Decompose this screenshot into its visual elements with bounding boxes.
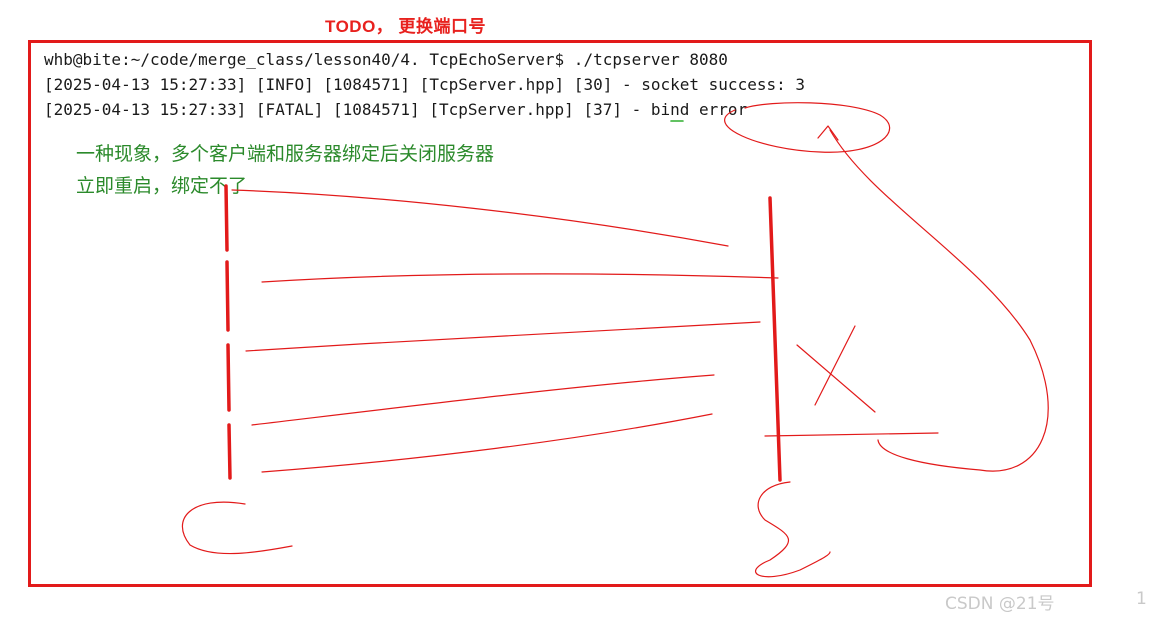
annotation-note-phenomenon: 一种现象，多个客户端和服务器绑定后关闭服务器 xyxy=(76,143,495,165)
csdn-watermark: CSDN @21号 xyxy=(945,594,1055,614)
terminal-info-log: [2025-04-13 15:27:33] [INFO] [1084571] [… xyxy=(44,75,805,94)
annotation-frame xyxy=(28,40,1092,587)
annotation-note-restart: 立即重启，绑定不了 xyxy=(76,175,248,197)
todo-title: TODO， 更换端口号 xyxy=(325,17,487,36)
terminal-command-line: whb@bite:~/code/merge_class/lesson40/4. … xyxy=(44,50,728,69)
terminal-fatal-log: [2025-04-13 15:27:33] [FATAL] [1084571] … xyxy=(44,100,748,119)
page-number: 1 xyxy=(1136,589,1147,609)
